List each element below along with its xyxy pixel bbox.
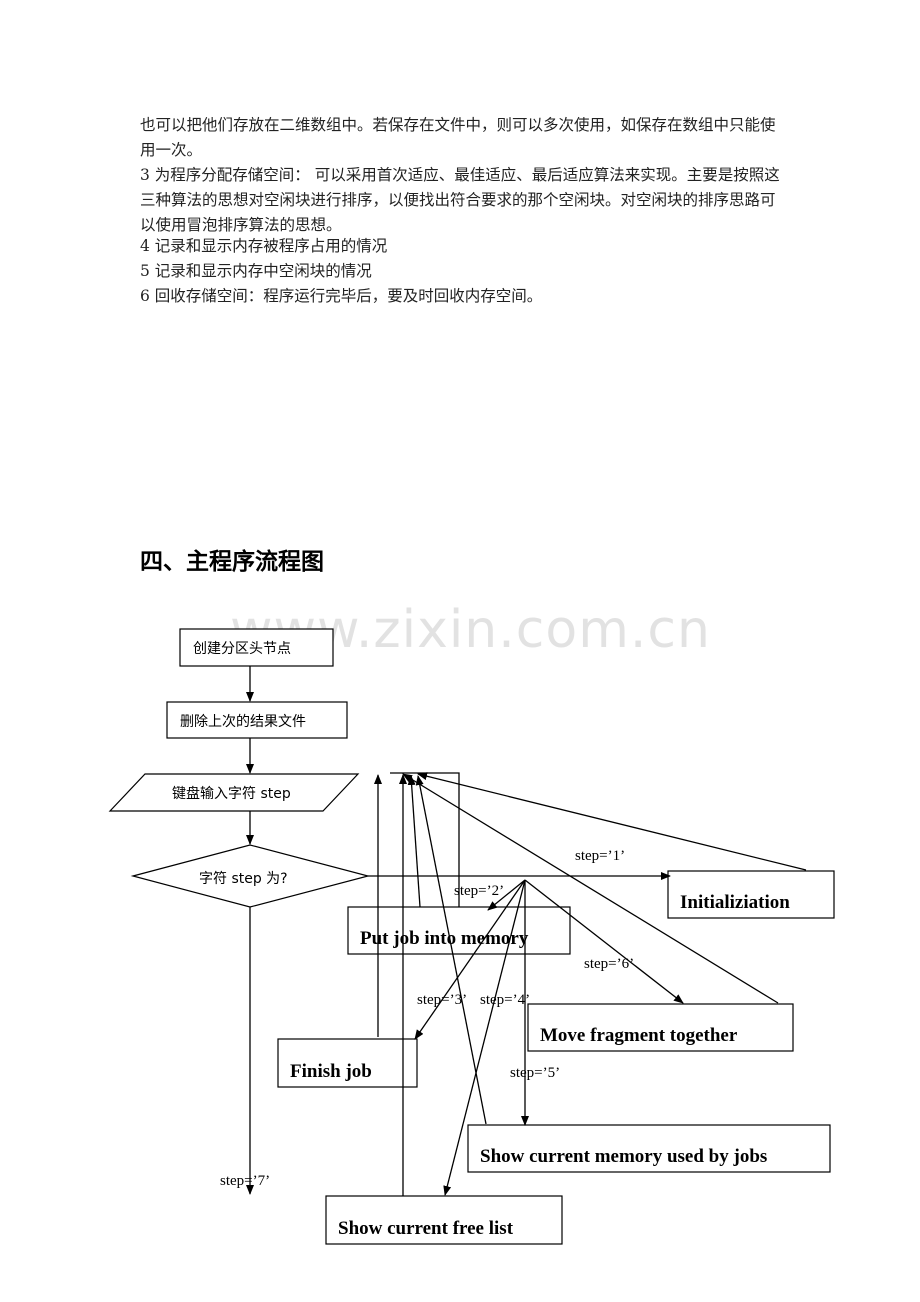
label-step7: step=’7’ bbox=[220, 1173, 270, 1189]
label-step4: step=’4’ bbox=[480, 992, 530, 1008]
paragraph-record-used: 4 记录和显示内存被程序占用的情况 bbox=[140, 237, 388, 255]
finish-job-box bbox=[277, 1038, 418, 1088]
paragraph-record-free: 5 记录和显示内存中空闲块的情况 bbox=[140, 262, 372, 280]
paragraph-allocate: 3 为程序分配存储空间： 可以采用首次适应、最佳适应、最后适应算法来实现。主要是… bbox=[140, 166, 780, 234]
keyboard-input-text: 键盘输入字符 step bbox=[172, 785, 291, 802]
label-step3: step=’3’ bbox=[417, 992, 467, 1008]
section-heading: 四、主程序流程图 bbox=[140, 549, 324, 575]
delete-file-text: 删除上次的结果文件 bbox=[180, 714, 306, 730]
paragraph-storage-note: 也可以把他们存放在二维数组中。若保存在文件中，则可以多次使用，如保存在数组中只能… bbox=[140, 116, 776, 159]
decision-text: 字符 step 为? bbox=[199, 871, 288, 887]
show-memory-box bbox=[467, 1124, 831, 1173]
label-step1: step=’1’ bbox=[575, 848, 625, 864]
finish-job-text: Finish job bbox=[290, 1061, 372, 1082]
initialization-box bbox=[667, 870, 835, 919]
label-step5: step=’5’ bbox=[510, 1065, 560, 1081]
delete-file-box bbox=[166, 701, 348, 739]
move-fragment-box bbox=[527, 1003, 794, 1052]
flow-connectors bbox=[246, 666, 807, 1196]
label-step2: step=’2’ bbox=[454, 883, 504, 899]
paragraph-reclaim: 6 回收存储空间：程序运行完毕后，要及时回收内存空间。 bbox=[140, 287, 543, 305]
create-head-box bbox=[179, 628, 334, 667]
show-free-box bbox=[325, 1195, 563, 1245]
show-free-text: Show current free list bbox=[338, 1218, 514, 1239]
put-job-box bbox=[347, 906, 571, 955]
decision-diamond bbox=[130, 844, 371, 908]
put-job-text: Put job into memory bbox=[360, 928, 529, 949]
move-fragment-text: Move fragment together bbox=[540, 1025, 738, 1046]
create-head-text: 创建分区头节点 bbox=[193, 641, 291, 657]
keyboard-input-parallelogram bbox=[108, 773, 360, 812]
label-step6: step=’6’ bbox=[584, 956, 634, 972]
show-memory-text: Show current memory used by jobs bbox=[480, 1146, 767, 1167]
initialization-text: Initializiation bbox=[680, 892, 790, 913]
